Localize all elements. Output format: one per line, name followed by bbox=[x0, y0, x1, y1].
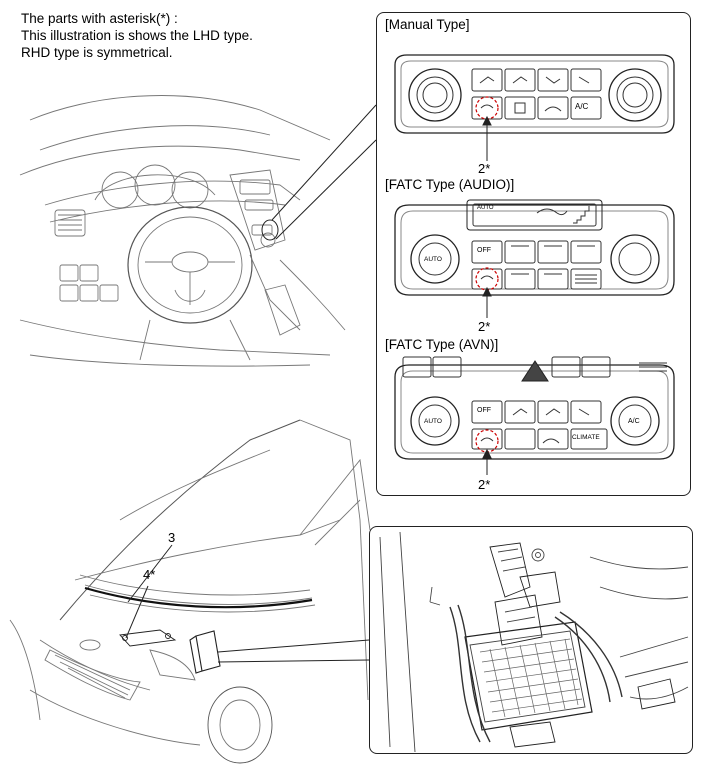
asterisk-note: The parts with asterisk(*) : This illust… bbox=[21, 10, 253, 61]
control-panel-box: [Manual Type] [FATC Type (AUDIO)] [FATC … bbox=[376, 12, 691, 496]
fatc-audio-title: [FATC Type (AUDIO)] bbox=[385, 177, 515, 192]
module-box bbox=[189, 630, 221, 674]
avn-off-label: OFF bbox=[477, 407, 491, 414]
callout-2-manual: 2* bbox=[478, 161, 491, 176]
avn-auto-label: AUTO bbox=[424, 418, 442, 425]
interior-illustration bbox=[19, 95, 346, 367]
manual-type-title: [Manual Type] bbox=[385, 17, 470, 32]
module-detail-art bbox=[379, 531, 689, 753]
vehicle-illustration bbox=[9, 419, 371, 764]
manual-ac-label: A/C bbox=[575, 102, 589, 111]
callout-4-sensor: 4* bbox=[143, 567, 156, 582]
note-line-2: This illustration is shows the LHD type. bbox=[21, 28, 253, 43]
note-line-1: The parts with asterisk(*) : bbox=[21, 11, 178, 26]
fatc-avn-panel bbox=[394, 356, 675, 460]
control-panel-art bbox=[394, 54, 675, 475]
audio-display-auto: AUTO bbox=[477, 205, 494, 211]
fatc-audio-panel bbox=[394, 199, 675, 296]
audio-off-label: OFF bbox=[477, 247, 491, 254]
callout-2-fatc-audio: 2* bbox=[478, 319, 491, 334]
manual-type-panel bbox=[394, 54, 675, 134]
note-line-3: RHD type is symmetrical. bbox=[21, 45, 173, 60]
audio-auto-label: AUTO bbox=[424, 256, 442, 263]
callout-3-hood: 3 bbox=[168, 530, 176, 545]
avn-ac-label: A/C bbox=[628, 418, 640, 425]
avn-climate-label: CLIMATE bbox=[572, 434, 600, 441]
module-detail-box bbox=[369, 526, 693, 754]
callout-2-fatc-avn: 2* bbox=[478, 477, 491, 492]
fatc-avn-title: [FATC Type (AVN)] bbox=[385, 337, 499, 352]
